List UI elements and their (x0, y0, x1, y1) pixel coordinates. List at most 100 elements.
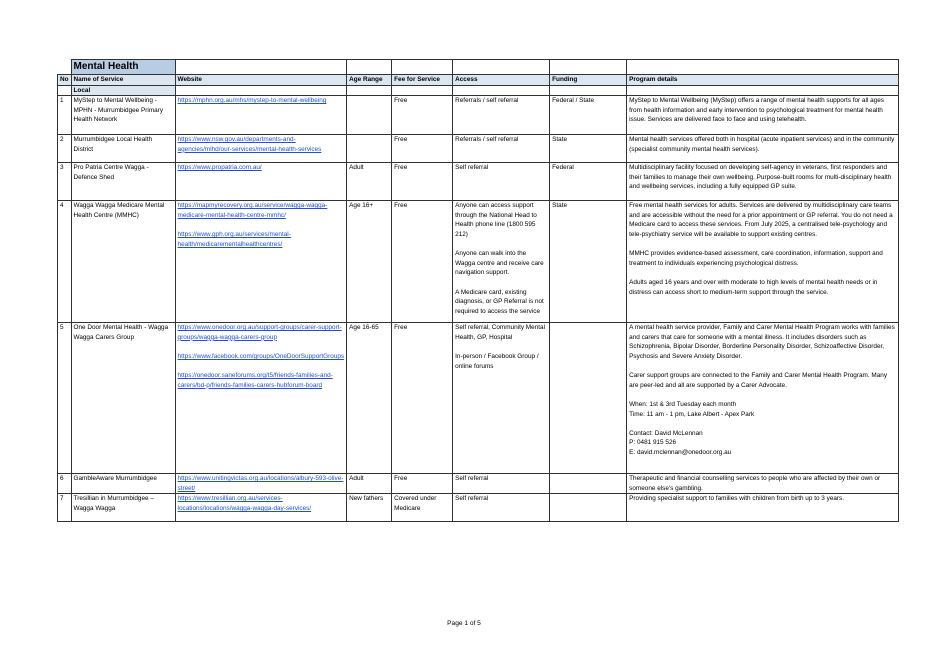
funding (549, 473, 628, 495)
mental-health-table: Mental Health No Name of Service Website… (57, 59, 900, 523)
program-details-text: Mental health services offered both in h… (629, 136, 895, 153)
service-name: GambleAware Murrumbidgee (70, 473, 176, 495)
access-cell: Referrals / self referral (452, 95, 551, 136)
program-details-text: Multidisciplinary facility focused on de… (629, 164, 892, 191)
access-text: Self referral, Community Mental Health, … (455, 324, 545, 341)
page-footer: Page 1 of 5 (447, 620, 481, 627)
website-link[interactable]: https://mapmyrecovery.org.au/service/wag… (177, 202, 328, 219)
header-no: No (57, 74, 72, 86)
access-cell: Self referral, Community Mental Health, … (452, 322, 551, 475)
access-cell: Self referral (452, 493, 551, 523)
header-age-range: Age Range (346, 74, 393, 86)
access-text: Self referral (455, 475, 489, 483)
program-details-cell: Multidisciplinary facility focused on de… (626, 162, 900, 202)
row-number: 2 (57, 134, 72, 164)
title-row: Mental Health (58, 59, 900, 75)
funding: State (549, 200, 628, 324)
website-link[interactable]: https://www.tresillian.org.au/services-l… (177, 495, 312, 512)
program-details-cell: Free mental health services for adults. … (626, 200, 900, 324)
fee-for-service: Free (391, 200, 454, 324)
funding: State (549, 134, 628, 164)
access-cell: Referrals / self referral (452, 134, 551, 164)
row-number: 3 (57, 162, 72, 202)
access-cell: Anyone can access support through the Na… (452, 200, 551, 324)
service-name: One Door Mental Health - Wagga Wagga Car… (70, 322, 176, 475)
fee-for-service: Free (391, 322, 454, 475)
header-name: Name of Service (70, 74, 176, 86)
program-details-text: When: 1st & 3rd Tuesday each month Time:… (629, 400, 755, 418)
website-link[interactable]: https://mphn.org.au/mhs/mystep-to-mental… (177, 97, 327, 105)
age-range (346, 134, 393, 164)
access-text: Anyone can access support through the Na… (455, 202, 537, 238)
program-details-cell: Mental health services offered both in h… (626, 134, 900, 164)
website-cell: https://www.tresillian.org.au/services-l… (174, 493, 348, 523)
age-range: Age 16-65 (346, 322, 393, 475)
access-text: Self referral (455, 164, 489, 172)
access-cell: Self referral (452, 473, 551, 495)
website-link[interactable]: https://www.onedoor.org.au/support-group… (177, 324, 342, 341)
row-number: 4 (57, 200, 72, 324)
header-funding: Funding (549, 74, 628, 86)
header-access: Access (452, 74, 551, 86)
service-name: MyStep to Mental Wellbeing - MPHN - Murr… (70, 95, 176, 136)
program-details-cell: MyStep to Mental Wellbeing (MyStep) offe… (626, 95, 900, 136)
service-name: Pro Patria Centre Wagga - Defence Shed (70, 162, 176, 202)
program-details-cell: Therapeutic and financial counselling se… (626, 473, 900, 495)
program-details-text: MyStep to Mental Wellbeing (MyStep) offe… (629, 97, 884, 124)
website-cell: https://www.propatria.com.au/ (174, 162, 348, 202)
access-text: A Medicare card, existing diagnosis, or … (455, 288, 544, 315)
program-details-text: Contact: David McLennan P: 0481 915 526 … (629, 429, 732, 456)
fee-for-service: Free (391, 162, 454, 202)
program-details-cell: Providing specialist support to families… (626, 493, 900, 523)
service-name: Tresillian in Murrumbidgee – Wagga Wagga (70, 493, 176, 523)
website-link[interactable]: https://onedoor.saneforums.org/t5/friend… (177, 372, 333, 389)
fee-for-service: Free (391, 134, 454, 164)
funding: Federal (549, 162, 628, 202)
table-title: Mental Health (70, 59, 176, 75)
header-website: Website (174, 74, 348, 86)
website-link[interactable]: https://www.unitingvictas.org.au/locatio… (177, 475, 344, 492)
header-row: No Name of Service Website Age Range Fee… (57, 74, 900, 86)
program-details-text: Providing specialist support to families… (629, 495, 845, 503)
website-cell: https://www.onedoor.org.au/support-group… (174, 322, 348, 475)
program-details-text: Therapeutic and financial counselling se… (629, 475, 881, 492)
fee-for-service: Free (391, 473, 454, 495)
website-link[interactable]: https://www.nsw.gov.au/departments-and-a… (177, 136, 322, 153)
service-name: Wagga Wagga Medicare Mental Health Centr… (70, 200, 176, 324)
fee-for-service: Free (391, 95, 454, 136)
program-details-text: A mental health service provider, Family… (629, 324, 895, 360)
website-link[interactable]: https://www.facebook.com/groups/OneDoorS… (177, 352, 345, 360)
row-number: 6 (57, 473, 72, 495)
funding (549, 322, 628, 475)
row-number: 7 (57, 493, 72, 523)
program-details-text: Carer support groups are connected to th… (629, 372, 888, 389)
header-program-details: Program details (626, 74, 900, 86)
website-link[interactable]: https://www.propatria.com.au/ (177, 164, 262, 172)
website-cell: https://www.unitingvictas.org.au/locatio… (174, 473, 348, 495)
program-details-text: Adults aged 16 years and over with moder… (629, 278, 878, 296)
program-details-text: Free mental health services for adults. … (629, 202, 893, 238)
access-text: In-person / Facebook Group / online foru… (455, 352, 539, 370)
age-range: Adult (346, 162, 393, 202)
access-text: Referrals / self referral (455, 136, 519, 144)
section-label: Local (70, 84, 176, 97)
row-number: 5 (57, 322, 72, 475)
section-row: Local (57, 84, 900, 97)
website-link[interactable]: https://www.gph.org.au/services/mental-h… (177, 230, 291, 248)
age-range (346, 95, 393, 136)
fee-for-service: Covered under Medicare (391, 493, 454, 523)
website-cell: https://mphn.org.au/mhs/mystep-to-mental… (174, 95, 348, 136)
row-number: 1 (57, 95, 72, 136)
access-text: Self referral (455, 495, 489, 503)
access-cell: Self referral (452, 162, 551, 202)
website-cell: https://www.nsw.gov.au/departments-and-a… (174, 134, 348, 164)
access-text: Referrals / self referral (455, 97, 519, 105)
funding (549, 493, 628, 523)
service-name: Murrumbidgee Local Health District (70, 134, 176, 164)
